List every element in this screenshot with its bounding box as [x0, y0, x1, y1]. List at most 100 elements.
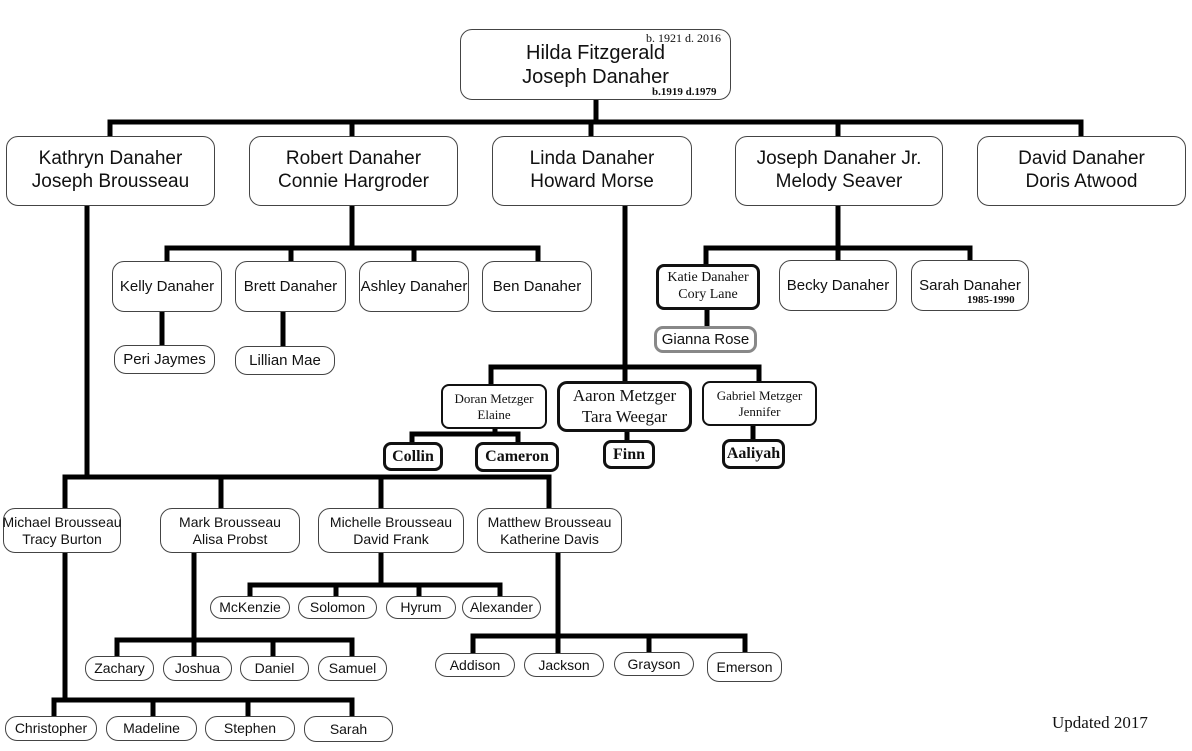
spouse-name: Joseph Brousseau	[31, 171, 190, 192]
spouse-name: Doris Atwood	[1025, 171, 1138, 192]
person-name: Daniel	[254, 660, 295, 677]
person-name: Doran Metzger	[454, 390, 534, 406]
linda-grandchild-aaliyah: Aaliyah	[722, 439, 785, 469]
person-name: Madeline	[123, 720, 180, 737]
robert-child-brett: Brett Danaher	[235, 261, 346, 312]
gen1-box-robert: Robert Danaher Connie Hargroder	[249, 136, 458, 206]
robert-child-ashley: Ashley Danaher	[359, 261, 469, 312]
root-dates-bottom: b.1919 d.1979	[652, 86, 717, 98]
person-name: Linda Danaher	[529, 148, 655, 170]
person-name: Jackson	[538, 656, 590, 673]
person-name: Joshua	[174, 660, 221, 677]
mark-child-joshua: Joshua	[163, 656, 232, 681]
person-name: Alexander	[469, 599, 534, 616]
linda-child-aaron: Aaron Metzger Tara Weegar	[557, 381, 692, 432]
person-name: Cameron	[485, 448, 549, 466]
spouse-name: Howard Morse	[530, 171, 654, 192]
spouse-name: Cory Lane	[678, 287, 738, 302]
person-name: Grayson	[627, 655, 681, 672]
person-name: David Danaher	[1018, 148, 1145, 170]
person-name: Collin	[392, 447, 434, 465]
kathryn-child-michelle: Michelle Brousseau David Frank	[318, 508, 464, 553]
gen1-box-kathryn: Kathryn Danaher Joseph Brousseau	[6, 136, 215, 206]
person-name: Ashley Danaher	[360, 277, 468, 295]
spouse-name: Melody Seaver	[775, 171, 903, 192]
root-dates-top: b. 1921 d. 2016	[646, 31, 721, 45]
root-person-1: Hilda Fitzgerald	[526, 41, 665, 64]
person-name: Aaliyah	[726, 445, 781, 463]
person-name: McKenzie	[219, 599, 281, 616]
person-name: Aaron Metzger	[572, 386, 677, 406]
person-name: Kelly Danaher	[119, 277, 215, 295]
linda-child-doran: Doran Metzger Elaine	[441, 384, 547, 429]
kathryn-child-mark: Mark Brousseau Alisa Probst	[160, 508, 300, 553]
person-name: Solomon	[309, 599, 366, 616]
kathryn-child-matthew: Matthew Brousseau Katherine Davis	[477, 508, 622, 553]
robert-child-ben: Ben Danaher	[482, 261, 592, 312]
person-name: Sarah Danaher	[919, 276, 1021, 294]
joseph-child-sarah: Sarah Danaher	[911, 260, 1029, 311]
spouse-name: Jennifer	[738, 403, 781, 419]
michelle-child-hyrum: Hyrum	[386, 596, 456, 619]
michelle-child-mckenzie: McKenzie	[210, 596, 290, 619]
spouse-name: Connie Hargroder	[277, 171, 430, 192]
person-name: Michelle Brousseau	[329, 513, 453, 530]
michael-child-madeline: Madeline	[106, 716, 197, 741]
linda-child-gabriel: Gabriel Metzger Jennifer	[702, 381, 817, 426]
spouse-name: Tara Weegar	[581, 406, 668, 426]
spouse-name: Alisa Probst	[192, 530, 268, 547]
person-name: Joseph Danaher Jr.	[756, 148, 922, 170]
spouse-name: Katherine Davis	[500, 530, 599, 547]
person-name: Addison	[449, 656, 501, 673]
root-person-2: Joseph Danaher	[522, 65, 669, 88]
michael-child-sarah: Sarah	[304, 716, 393, 742]
linda-grandchild-cameron: Cameron	[475, 442, 559, 472]
spouse-name: Tracy Burton	[22, 530, 102, 547]
person-name: Lillian Mae	[249, 351, 321, 369]
person-name: Brett Danaher	[243, 277, 338, 295]
updated-note: Updated 2017	[1052, 713, 1148, 732]
kathryn-child-michael: Michael Brousseau Tracy Burton	[2, 508, 122, 553]
matthew-child-grayson: Grayson	[614, 652, 694, 676]
joseph-child-katie: Katie Danaher Cory Lane	[656, 264, 760, 310]
person-name: Robert Danaher	[285, 148, 422, 170]
linda-grandchild-finn: Finn	[603, 440, 655, 469]
person-name: Michael Brousseau	[2, 513, 122, 530]
person-name: Ben Danaher	[492, 277, 582, 295]
person-name: Emerson	[716, 658, 773, 675]
robert-grandchild-peri: Peri Jaymes	[114, 345, 215, 374]
gen1-box-joseph-jr: Joseph Danaher Jr. Melody Seaver	[735, 136, 943, 206]
michael-child-stephen: Stephen	[205, 716, 295, 741]
person-name: Gianna Rose	[661, 330, 750, 348]
person-name: Sarah	[329, 720, 368, 737]
person-name: Mark Brousseau	[179, 513, 281, 530]
person-name: Samuel	[328, 660, 377, 677]
person-name: Kathryn Danaher	[38, 148, 183, 170]
person-name: Zachary	[94, 660, 145, 677]
mark-child-zachary: Zachary	[85, 656, 154, 681]
matthew-child-addison: Addison	[435, 653, 515, 677]
michelle-child-solomon: Solomon	[298, 596, 377, 619]
michael-child-christopher: Christopher	[5, 716, 97, 741]
matthew-child-jackson: Jackson	[524, 653, 604, 677]
person-name: Gabriel Metzger	[716, 387, 803, 403]
gen1-box-david: David Danaher Doris Atwood	[977, 136, 1186, 206]
mark-child-daniel: Daniel	[240, 656, 309, 681]
linda-grandchild-collin: Collin	[383, 442, 443, 471]
matthew-child-emerson: Emerson	[707, 652, 782, 682]
robert-child-kelly: Kelly Danaher	[112, 261, 222, 312]
person-name: Katie Danaher	[667, 270, 749, 286]
joseph-grandchild-gianna: Gianna Rose	[654, 326, 757, 353]
person-name: Finn	[612, 445, 645, 463]
person-name: Christopher	[14, 720, 88, 737]
mark-child-samuel: Samuel	[318, 656, 387, 681]
spouse-name: David Frank	[353, 530, 429, 547]
person-name: Stephen	[223, 720, 277, 737]
robert-grandchild-lillian: Lillian Mae	[235, 346, 335, 375]
spouse-name: Elaine	[477, 406, 511, 422]
joseph-child-becky: Becky Danaher	[779, 260, 897, 311]
gen1-box-linda: Linda Danaher Howard Morse	[492, 136, 692, 206]
person-name: Peri Jaymes	[123, 350, 206, 368]
person-name: Becky Danaher	[786, 276, 890, 294]
